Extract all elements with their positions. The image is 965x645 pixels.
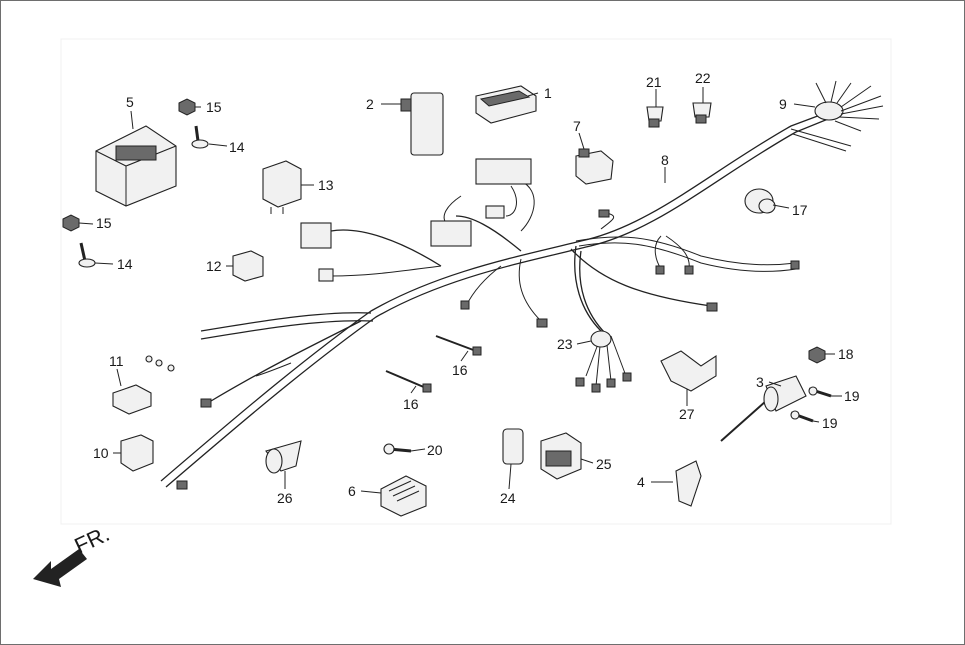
callout-14-lower: 14 (117, 256, 133, 272)
part-5-battery (95, 125, 177, 207)
part-27-bracket (660, 350, 717, 392)
part-15-nut-lower (62, 214, 80, 232)
callout-4: 4 (637, 474, 645, 490)
part-1-fuse-box (475, 85, 537, 124)
callout-12: 12 (206, 258, 222, 274)
callout-labels: 1 2 3 4 5 6 7 8 9 10 11 12 13 14 14 15 1… (93, 70, 860, 506)
callout-24: 24 (500, 490, 516, 506)
callout-19-lower: 19 (822, 415, 838, 431)
callout-5: 5 (126, 94, 134, 110)
part-4-spark-plug-cap (675, 460, 702, 507)
part-2-relay (400, 92, 444, 156)
callout-22: 22 (695, 70, 711, 86)
main-wire-harness (145, 80, 884, 490)
callout-11: 11 (109, 353, 124, 369)
part-16-cable-tie-lower (385, 370, 432, 393)
callout-25: 25 (596, 456, 612, 472)
multi-plug-9 (814, 101, 844, 121)
part-19-bolt-lower (790, 410, 814, 423)
part-6-regulator (380, 475, 427, 517)
part-22-clip (692, 102, 712, 124)
callout-10: 10 (93, 445, 109, 461)
part-25-rectifier (540, 432, 582, 480)
part-26-cap (265, 440, 302, 474)
callout-14-upper: 14 (229, 139, 245, 155)
callout-2: 2 (366, 96, 374, 112)
callout-21: 21 (646, 74, 662, 90)
callout-26: 26 (277, 490, 293, 506)
callout-16-upper: 16 (452, 362, 468, 378)
callout-19-upper: 19 (844, 388, 860, 404)
callout-3: 3 (756, 374, 764, 390)
front-direction-indicator: FR. (33, 521, 113, 587)
callout-6: 6 (348, 483, 356, 499)
front-arrow-icon (33, 549, 87, 587)
part-16-cable-tie-upper (435, 335, 482, 356)
part-11-cdi-unit (112, 384, 152, 415)
part-21-clip (646, 106, 664, 128)
part-13-relay (262, 160, 302, 214)
callout-leaders (78, 87, 842, 494)
callout-23: 23 (557, 336, 573, 352)
callout-8: 8 (661, 152, 669, 168)
callout-13: 13 (318, 177, 334, 193)
part-17-cap (744, 188, 776, 214)
callout-16-lower: 16 (403, 396, 419, 412)
multi-plug-23 (590, 330, 612, 348)
part-18-nut (808, 346, 826, 364)
callout-1: 1 (544, 85, 552, 101)
callout-27: 27 (679, 406, 695, 422)
part-10-module (120, 434, 154, 472)
callout-17: 17 (792, 202, 808, 218)
part-12-relay (232, 250, 264, 282)
part-15-nut-upper (178, 98, 196, 116)
part-19-bolt-upper (808, 386, 832, 398)
callout-15-upper: 15 (206, 99, 222, 115)
part-20-screw (383, 443, 412, 455)
part-14-bolt-lower (78, 242, 96, 268)
callout-7: 7 (573, 118, 581, 134)
part-7-module (575, 148, 614, 185)
callout-15-lower: 15 (96, 215, 112, 231)
callout-18: 18 (838, 346, 854, 362)
drawing-area (60, 38, 892, 525)
part-24-holder (502, 428, 524, 465)
part-14-bolt-upper (191, 125, 209, 149)
callout-20: 20 (427, 442, 443, 458)
callout-9: 9 (779, 96, 787, 112)
